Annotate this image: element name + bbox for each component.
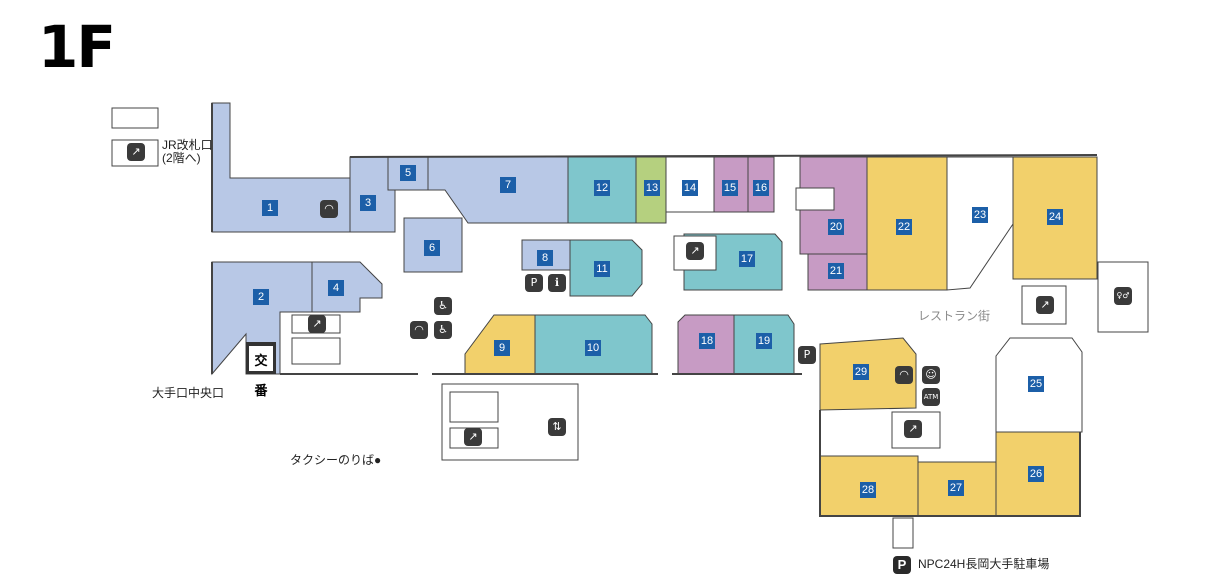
shop-number-26[interactable]: 26 (1028, 466, 1044, 482)
escalator-icon: ↗ (127, 143, 145, 161)
escalator-icon: ↗ (1036, 296, 1054, 314)
information-icon: ℹ (548, 274, 566, 292)
shop-number-15[interactable]: 15 (722, 180, 738, 196)
atm-icon: ATM (922, 388, 940, 406)
shop-number-9[interactable]: 9 (494, 340, 510, 356)
shop-number-12[interactable]: 12 (594, 180, 610, 196)
wifi-icon: ◠ (410, 321, 428, 339)
shop-area-4 (311, 261, 383, 313)
shop-number-23[interactable]: 23 (972, 207, 988, 223)
shop-number-6[interactable]: 6 (424, 240, 440, 256)
shop-number-2[interactable]: 2 (253, 289, 269, 305)
shop-number-28[interactable]: 28 (860, 482, 876, 498)
otemon-exit-label: 大手口中央口 (152, 386, 225, 400)
parking-icon: P (893, 556, 911, 574)
parking-icon: P (798, 346, 816, 364)
shop-area-23 (946, 156, 1014, 291)
escalator-icon: ↗ (464, 428, 482, 446)
shop-number-13[interactable]: 13 (644, 180, 660, 196)
wheelchair-icon: ♿ (434, 297, 452, 315)
koban-police-box: 交番 (246, 342, 276, 398)
shop-number-1[interactable]: 1 (262, 200, 278, 216)
shop-number-25[interactable]: 25 (1028, 376, 1044, 392)
shop-number-5[interactable]: 5 (400, 165, 416, 181)
shop-number-21[interactable]: 21 (828, 263, 844, 279)
parking-label: NPC24H長岡大手駐車場 (918, 557, 1050, 571)
shop-number-7[interactable]: 7 (500, 177, 516, 193)
shop-area-7 (427, 156, 569, 224)
wheelchair-icon: ♿ (434, 321, 452, 339)
restaurant-street-label: レストラン街 (918, 309, 991, 323)
shop-number-20[interactable]: 20 (828, 219, 844, 235)
wifi-icon: ◠ (895, 366, 913, 384)
shop-number-10[interactable]: 10 (585, 340, 601, 356)
floor-title: 1F (38, 13, 116, 81)
jr-gate-sub-label: (2階へ) (162, 151, 201, 165)
shop-number-29[interactable]: 29 (853, 364, 869, 380)
shop-number-16[interactable]: 16 (753, 180, 769, 196)
taxi-stand-label: タクシーのりば● (290, 453, 382, 467)
escalator-icon: ↗ (308, 315, 326, 333)
wifi-icon: ◠ (320, 200, 338, 218)
parking-icon: P (525, 274, 543, 292)
shop-number-19[interactable]: 19 (756, 333, 772, 349)
elevator-icon: ⇅ (548, 418, 566, 436)
shop-number-17[interactable]: 17 (739, 251, 755, 267)
toilet-icon: ♀♂ (1114, 287, 1132, 305)
jr-gate-label: JR改札口 (162, 138, 213, 152)
shop-number-14[interactable]: 14 (682, 180, 698, 196)
shop-number-27[interactable]: 27 (948, 480, 964, 496)
shop-number-8[interactable]: 8 (537, 250, 553, 266)
shop-number-11[interactable]: 11 (594, 261, 610, 277)
shop-number-18[interactable]: 18 (699, 333, 715, 349)
baby-room-icon: ☺ (922, 366, 940, 384)
shop-number-4[interactable]: 4 (328, 280, 344, 296)
shop-number-24[interactable]: 24 (1047, 209, 1063, 225)
escalator-icon: ↗ (686, 242, 704, 260)
shop-number-3[interactable]: 3 (360, 195, 376, 211)
escalator-icon: ↗ (904, 420, 922, 438)
shop-number-22[interactable]: 22 (896, 219, 912, 235)
